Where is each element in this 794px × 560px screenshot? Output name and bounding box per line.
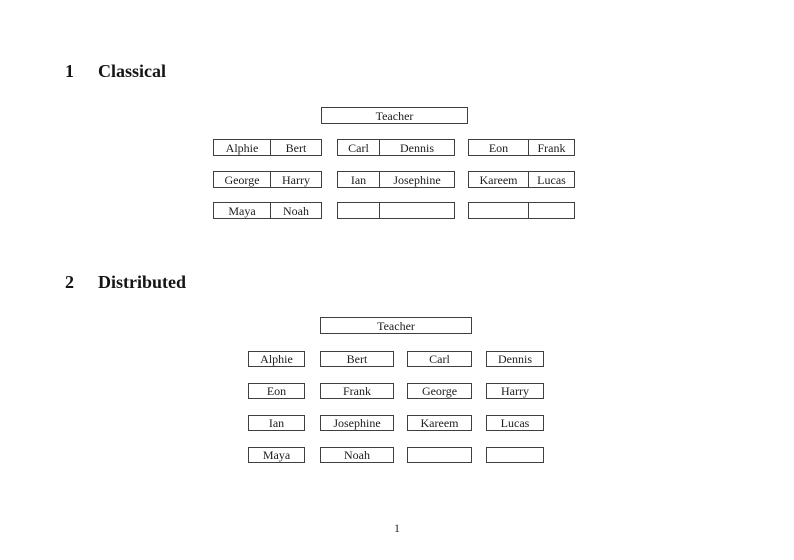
desk: Kareem Lucas	[468, 171, 575, 188]
teacher-label: Teacher	[377, 318, 415, 333]
desk: Ian	[248, 415, 305, 431]
section-heading-distributed: 2 Distributed	[65, 272, 186, 294]
desk: Noah	[320, 447, 394, 463]
desk: Eon	[248, 383, 305, 399]
section-title: Classical	[98, 61, 167, 81]
seat-label: Frank	[537, 140, 566, 155]
seat-label: Dennis	[400, 140, 434, 155]
teacher-box: Teacher	[321, 107, 468, 124]
desk: Maya	[248, 447, 305, 463]
section-number: 2	[65, 272, 74, 292]
desk: Kareem	[407, 415, 472, 431]
section-number: 1	[65, 61, 74, 81]
seat-empty	[338, 203, 380, 218]
seat-label: Noah	[283, 203, 309, 218]
seat-empty	[469, 203, 529, 218]
teacher-box: Teacher	[320, 317, 472, 334]
seat-label: George	[214, 172, 271, 187]
seat-label: Eon	[469, 140, 529, 155]
desk: Carl Dennis	[337, 139, 455, 156]
desk: Dennis	[486, 351, 544, 367]
desk: George	[407, 383, 472, 399]
desk: Eon Frank	[468, 139, 575, 156]
desk: Alphie	[248, 351, 305, 367]
desk: Ian Josephine	[337, 171, 455, 188]
desk-empty	[468, 202, 575, 219]
teacher-label: Teacher	[375, 108, 414, 123]
page-number: 1	[394, 521, 400, 535]
section-heading-classical: 1 Classical	[65, 61, 166, 83]
desk: George Harry	[213, 171, 322, 188]
desk: Carl	[407, 351, 472, 367]
seat-label: Kareem	[469, 172, 529, 187]
seat-label: Ian	[338, 172, 380, 187]
seat-label: Alphie	[214, 140, 271, 155]
seat-label: Bert	[285, 140, 307, 155]
seat-label: Lucas	[537, 172, 566, 187]
desk: Lucas	[486, 415, 544, 431]
desk: Harry	[486, 383, 544, 399]
seat-label: Josephine	[393, 172, 441, 187]
desk-empty	[407, 447, 472, 463]
desk: Bert	[320, 351, 394, 367]
seat-label: Maya	[214, 203, 271, 218]
seat-label: Carl	[338, 140, 380, 155]
desk: Josephine	[320, 415, 394, 431]
desk: Maya Noah	[213, 202, 322, 219]
desk: Frank	[320, 383, 394, 399]
desk: Alphie Bert	[213, 139, 322, 156]
seat-empty	[529, 203, 574, 218]
desk-empty	[337, 202, 455, 219]
section-title: Distributed	[98, 272, 187, 292]
seat-label: Harry	[282, 172, 310, 187]
seat-empty	[380, 203, 454, 218]
desk-empty	[486, 447, 544, 463]
